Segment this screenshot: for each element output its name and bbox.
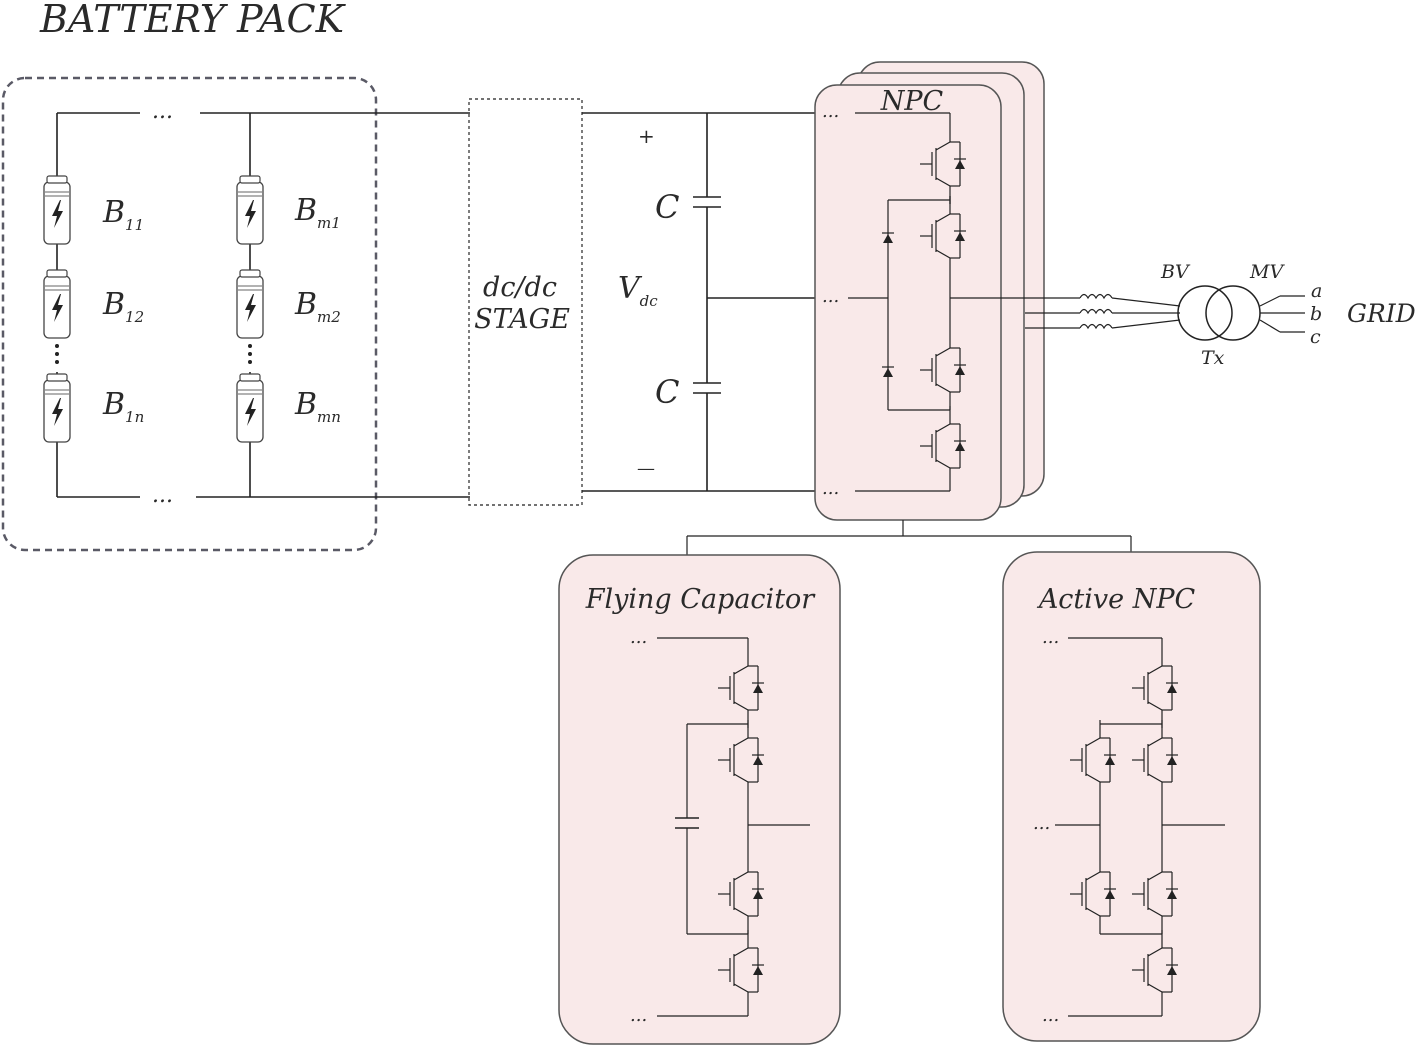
anpc-ellipsis-mid: ... [1033,813,1050,834]
cell-b12-icon [43,269,71,339]
npc-ellipsis-bottom: ... [822,478,839,499]
npc-ellipsis-top: ... [822,101,839,122]
flying-capacitor-title: Flying Capacitor [585,584,817,615]
phase-a-label: a [1311,280,1322,302]
flying-capacitor-topology: Flying Capacitor ... ... [558,554,841,1045]
dcdc-label-line1: dc/dc [483,272,557,303]
dc-link: C C + — Vdc [582,112,815,492]
mv-label: MV [1249,261,1285,283]
cell-label-bm1: Bm1 [294,193,341,232]
cell-label-bmn: Bmn [294,387,341,426]
phase-b-label: b [1310,303,1322,325]
vdc-label: Vdc [618,271,658,310]
cell-bm2-icon [236,269,264,339]
pack-bottom-ellipsis: ... [152,483,173,508]
npc-title: NPC [880,86,944,117]
pack-top-ellipsis: ... [152,99,173,124]
cell-label-b1n: B1n [102,387,144,426]
active-npc-topology: Active NPC ... ... ... [1002,551,1261,1042]
anpc-ellipsis-bottom: ... [1042,1005,1059,1026]
battery-pack-title: BATTERY PACK [39,0,347,41]
topology-branch-lines [686,535,1132,555]
cell-b11-icon [43,175,71,245]
transformer-icon [1177,285,1261,341]
cell-label-b12: B12 [102,287,144,326]
flying-ellipsis-top: ... [630,627,647,648]
filter-inductors-icon [1079,293,1113,330]
capacitor-bottom-label: C [655,373,679,411]
anpc-ellipsis-top: ... [1042,627,1059,648]
dcdc-stage: dc/dc STAGE [468,98,583,506]
grid-label: GRID [1347,299,1416,328]
grid-interface: BV MV Tx a b c GRID [1079,261,1416,369]
battery-pack-border [1,76,378,552]
npc-panel-front [814,84,1002,521]
phase-c-label: c [1310,326,1321,348]
dcdc-stage-box [468,98,583,506]
cell-b1n-icon [43,373,71,443]
cell-bmn-icon [236,373,264,443]
plus-sign: + [638,124,655,148]
cell-label-bm2: Bm2 [294,287,341,326]
cell-bm1-icon [236,175,264,245]
battery-pack: ... ... B11 B12 B1n Bm1 Bm2 Bmn [1,76,470,552]
flying-ellipsis-bottom: ... [630,1005,647,1026]
cell-label-b11: B11 [102,195,144,234]
minus-sign: — [637,458,655,479]
tx-label: Tx [1201,347,1225,369]
active-npc-panel [1002,551,1261,1042]
npc-converter: NPC ... ... ... [814,61,1080,536]
dcdc-label-line2: STAGE [474,304,570,335]
bv-label: BV [1160,261,1191,283]
capacitor-top-label: C [655,188,679,226]
flying-capacitor-panel [558,554,841,1045]
active-npc-title: Active NPC [1036,584,1196,615]
npc-ellipsis-mid: ... [822,286,839,307]
